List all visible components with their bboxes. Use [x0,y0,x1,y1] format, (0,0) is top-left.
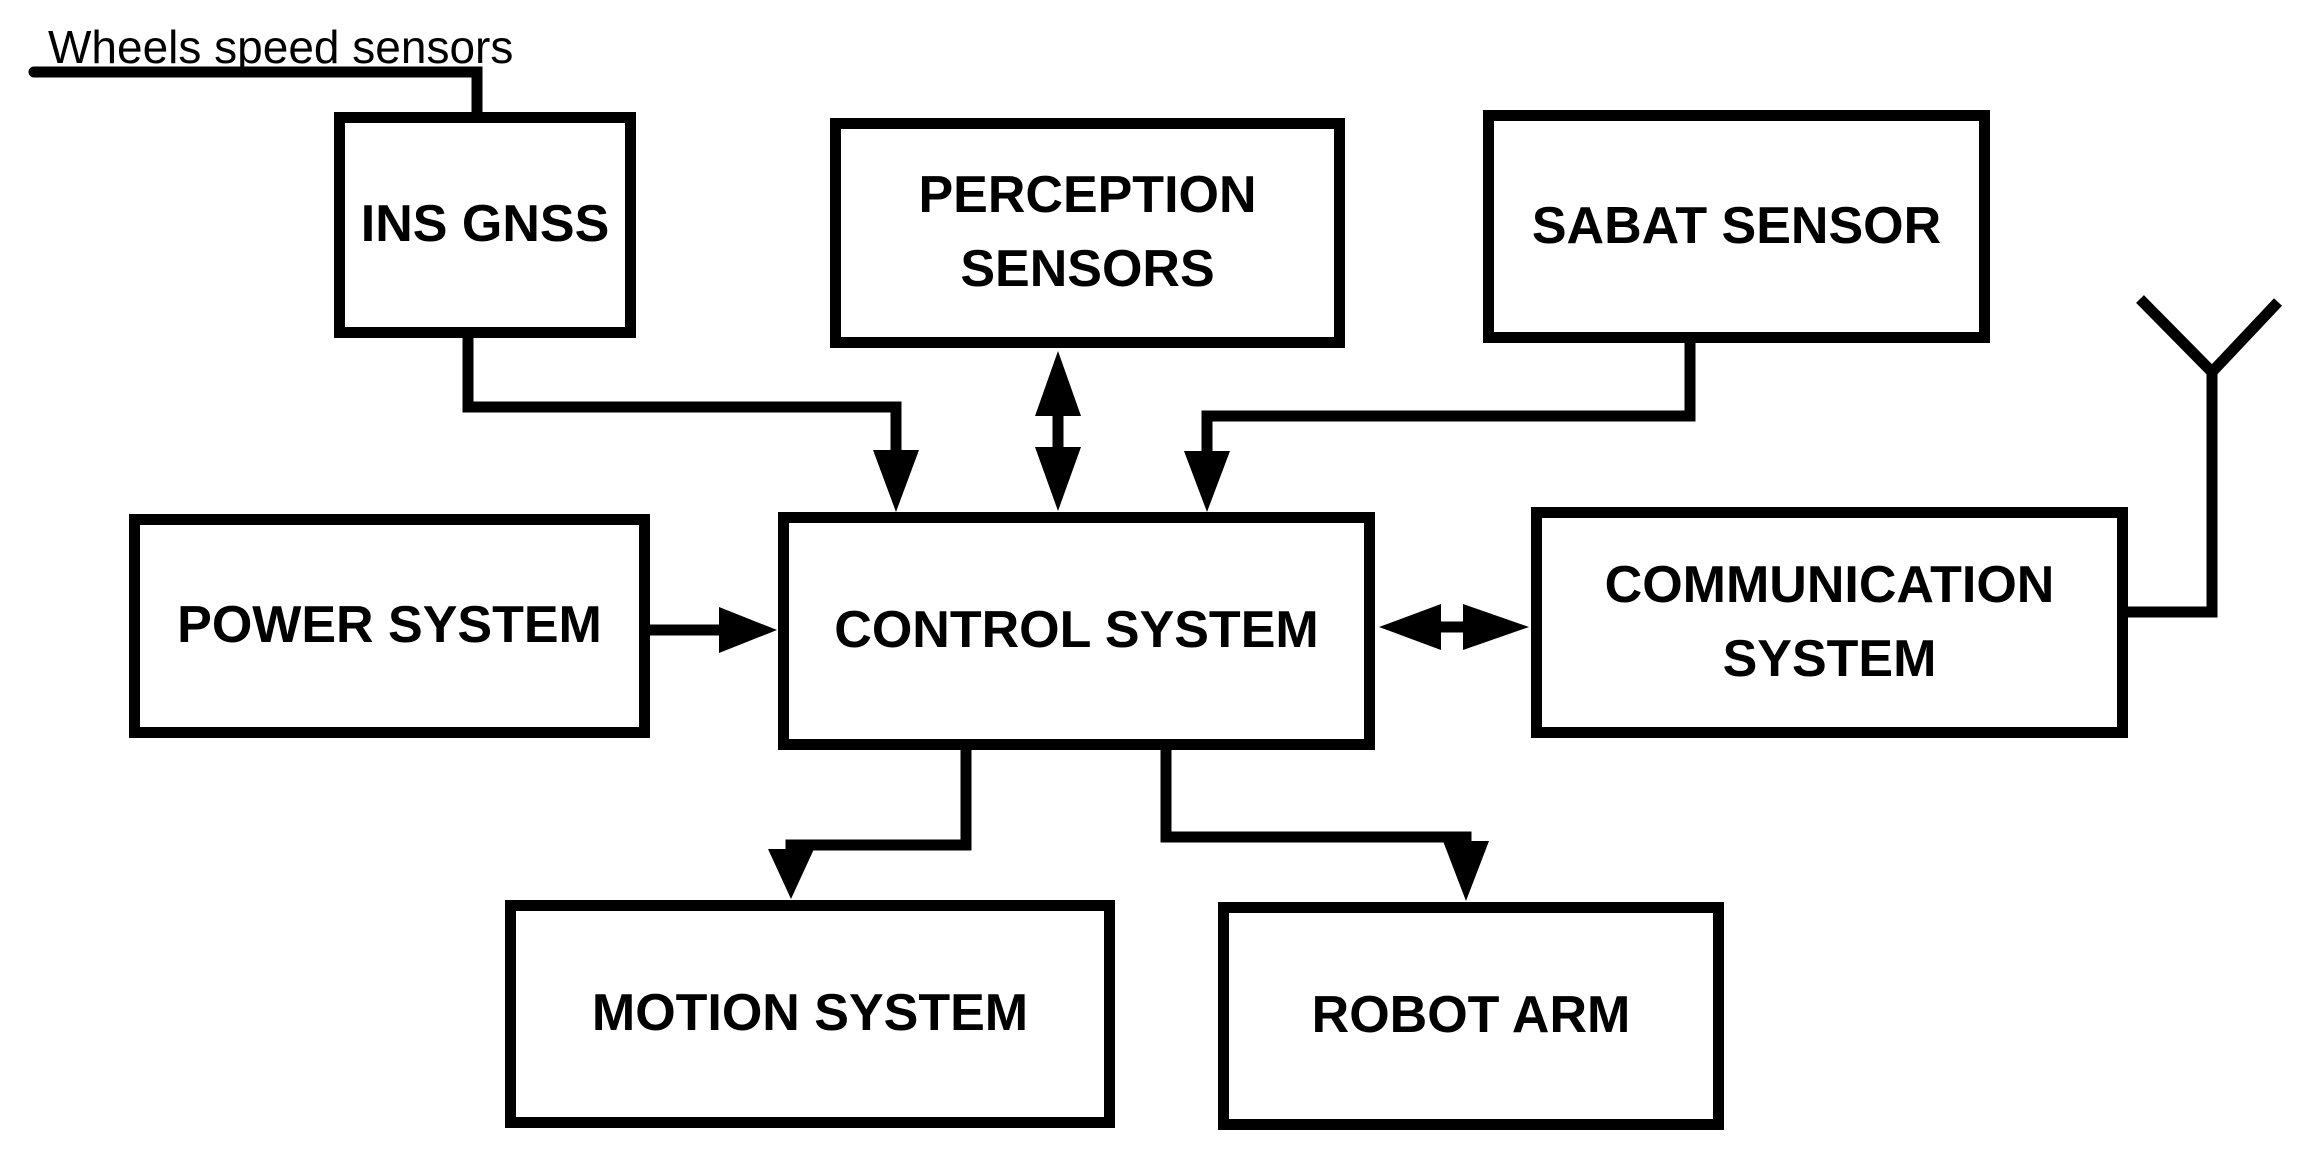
block-sabat-sensor-label: SABAT SENSOR [1531,196,1942,255]
block-power-system-label: POWER SYSTEM [177,596,602,655]
connector-perception-control-double-arrow [1035,351,1081,511]
arrowhead-down-icon [1443,841,1489,901]
arrowhead-down-icon [768,849,814,899]
connector-control-to-robot-arm [1160,750,1489,901]
block-control-system-label: CONTROL SYSTEM [834,601,1319,660]
block-motion-system: MOTION SYSTEM [505,900,1115,1128]
antenna-icon [2128,295,2283,618]
block-ins-gnss-label: INS GNSS [360,195,610,254]
block-robot-arm-label: ROBOT ARM [1311,986,1631,1045]
connector-wheels-to-ins-gnss [28,66,483,118]
block-control-system: CONTROL SYSTEM [778,512,1375,750]
block-ins-gnss: INS GNSS [334,112,636,338]
block-communication-system-label-line1: COMMUNICATION [1604,555,2055,614]
connector-control-to-motion [768,750,972,899]
arrowhead-down-icon [1184,451,1230,512]
block-perception-sensors-label-line2: SENSORS [960,240,1215,298]
arrowhead-up-icon [1035,351,1081,416]
block-perception-sensors-label-line1: PERCEPTION [918,166,1257,225]
block-communication-system: COMMUNICATION SYSTEM [1531,507,2128,738]
arrowhead-down-icon [873,450,919,512]
block-robot-arm: ROBOT ARM [1218,902,1724,1130]
block-power-system: POWER SYSTEM [129,514,650,738]
arrowhead-right-icon [1463,604,1529,650]
block-perception-sensors: PERCEPTION SENSORS [830,118,1345,348]
block-motion-system-label: MOTION SYSTEM [591,984,1029,1043]
connector-power-to-control [650,607,777,653]
wheels-speed-sensors-label: Wheels speed sensors [48,21,514,73]
block-communication-system-label-line2: SYSTEM [1722,629,1937,688]
connector-sabat-to-control [1184,343,1696,512]
connector-control-communication-double-arrow [1379,604,1529,650]
arrowhead-right-icon [719,607,777,653]
arrowhead-left-icon [1379,604,1441,650]
connector-ins-gnss-to-control [462,338,919,512]
block-sabat-sensor: SABAT SENSOR [1483,110,1990,343]
arrowhead-down-icon [1035,447,1081,511]
